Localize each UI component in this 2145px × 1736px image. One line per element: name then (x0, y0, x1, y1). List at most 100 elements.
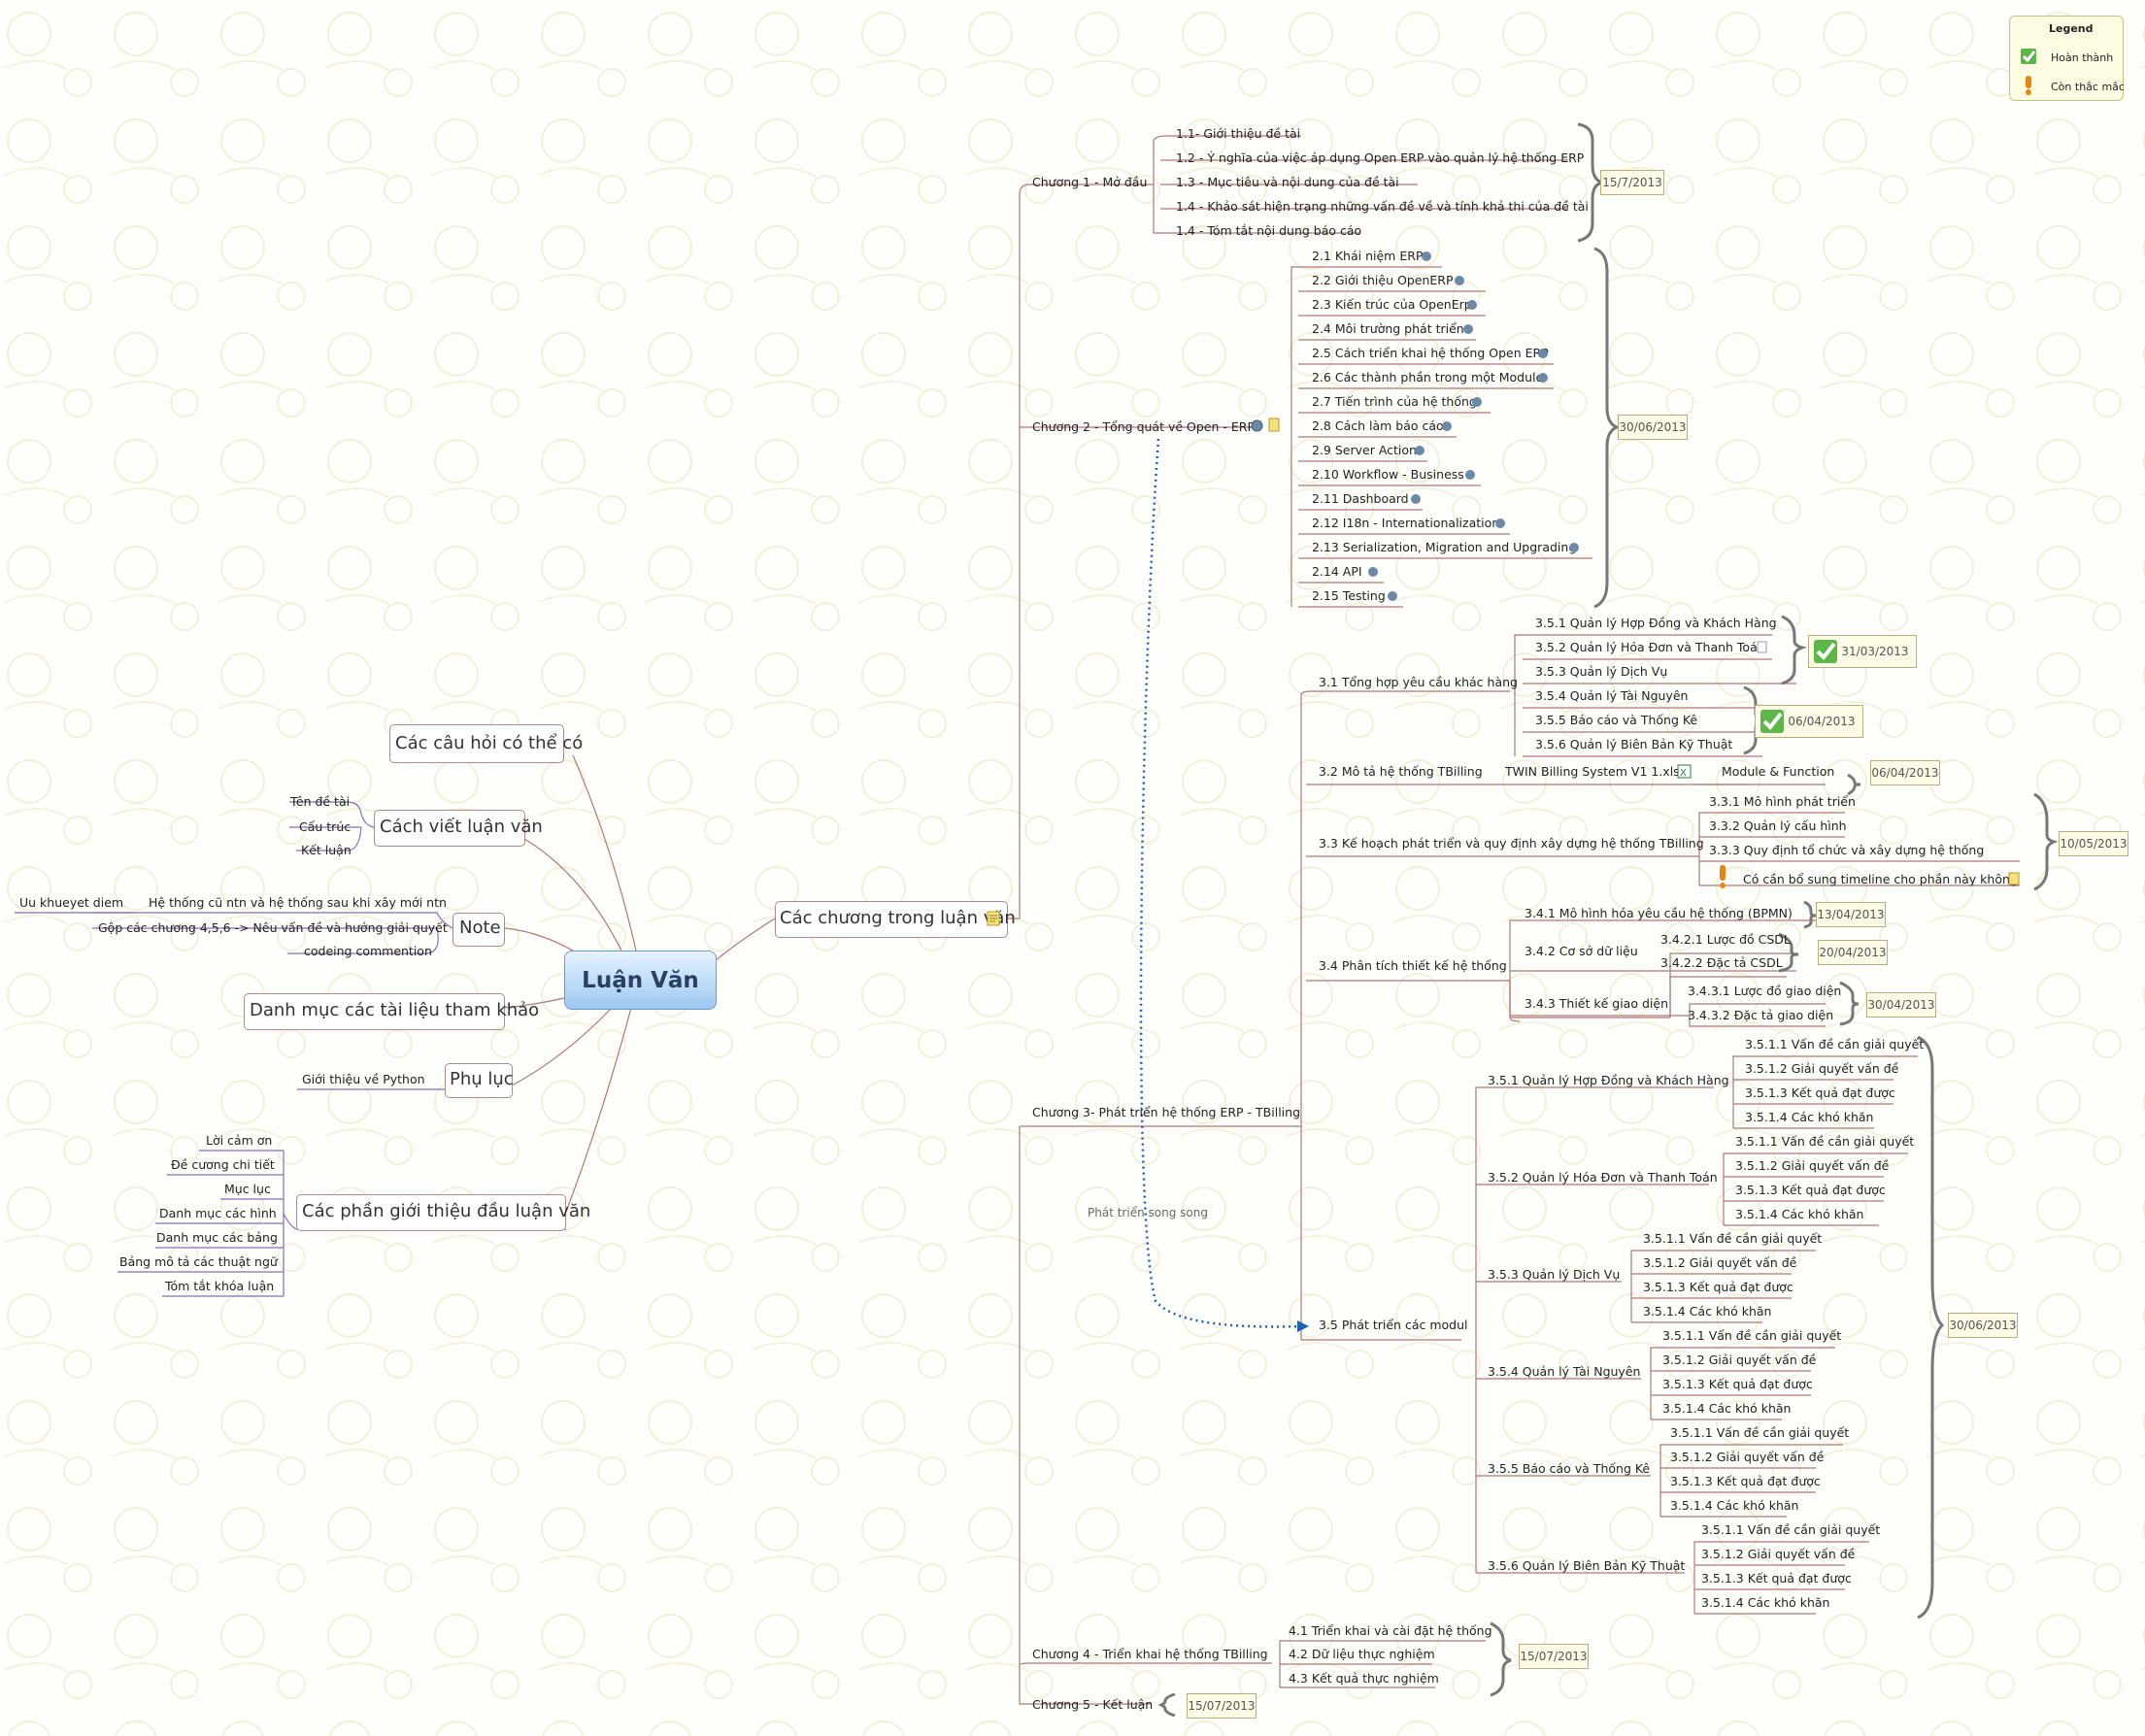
topic-chapters[interactable] (775, 901, 1008, 938)
topic-questions[interactable] (389, 724, 564, 763)
excel-file-icon[interactable]: X (1677, 764, 1692, 779)
s34-item-c[interactable]: 3.4.3 Thiết kế giao diện (1525, 996, 1668, 1011)
s33-item-3[interactable]: 3.3.3 Quy định tổ chức và xây dựng hệ th… (1709, 843, 1985, 857)
relationship-label[interactable]: Phát triển song song (1088, 1206, 1208, 1219)
ch2-item-13[interactable]: 2.13 Serialization, Migration and Upgrad… (1312, 540, 1577, 554)
topic-how-to-write[interactable] (374, 810, 525, 847)
topic-note[interactable] (452, 913, 505, 947)
section-3-1[interactable]: 3.1 Tổng hợp yêu cầu khác hàng (1319, 675, 1518, 689)
module-3-sub-3[interactable]: 3.5.1.3 Kết quả đạt được (1643, 1280, 1793, 1294)
ch2-item-7[interactable]: 2.7 Tiến trình của hệ thống (1312, 394, 1477, 409)
module-4[interactable]: 3.5.4 Quản lý Tài Nguyên (1488, 1364, 1641, 1379)
chapter-1[interactable]: Chương 1 - Mở đầu (1032, 175, 1148, 189)
module-2-sub-3[interactable]: 3.5.1.3 Kết quả đạt được (1735, 1183, 1886, 1197)
module-1-sub-2[interactable]: 3.5.1.2 Giải quyết vấn đề (1745, 1061, 1899, 1076)
section-3-3[interactable]: 3.3 Kế hoạch phát triển và quy định xây … (1319, 836, 1704, 851)
s33-item-2[interactable]: 3.3.2 Quản lý cấu hình (1709, 818, 1847, 833)
topic-intro-sections[interactable] (296, 1194, 566, 1231)
ch2-item-14[interactable]: 2.14 API (1312, 564, 1362, 579)
module-2-sub-1[interactable]: 3.5.1.1 Vấn đề cần giải quyết (1735, 1134, 1915, 1149)
module-1-sub-1[interactable]: 3.5.1.1 Vấn đề cần giải quyết (1745, 1037, 1925, 1052)
section-3-5[interactable]: 3.5 Phát triển các modul (1319, 1318, 1468, 1332)
s34-item-a[interactable]: 3.4.1 Mô hình hóa yêu cầu hệ thống (BPMN… (1525, 906, 1793, 920)
module-3-sub-4[interactable]: 3.5.1.4 Các khó khăn (1643, 1304, 1772, 1319)
s31-item-4[interactable]: 3.5.4 Quản lý Tài Nguyên (1535, 688, 1689, 703)
module-2-sub-4[interactable]: 3.5.1.4 Các khó khăn (1735, 1207, 1864, 1221)
module-6[interactable]: 3.5.6 Quản lý Biên Bản Kỹ Thuật (1488, 1558, 1686, 1573)
s31-item-3[interactable]: 3.5.3 Quản lý Dịch Vụ (1535, 664, 1668, 679)
ch1-item-1[interactable]: 1.1- Giới thiệu đề tài (1176, 126, 1301, 141)
ch1-item-2[interactable]: 1.2 - Ý nghĩa của việc áp dụng Open ERP … (1176, 150, 1585, 165)
ch2-item-6[interactable]: 2.6 Các thành phần trong một Module (1312, 370, 1544, 384)
module-6-sub-2[interactable]: 3.5.1.2 Giải quyết vấn đề (1701, 1547, 1856, 1561)
note-sub-item[interactable]: Uu khueyet diem (19, 895, 124, 910)
ch2-item-11[interactable]: 2.11 Dashboard (1312, 491, 1409, 506)
intro-item-4[interactable]: Danh mục các hình (159, 1206, 277, 1220)
s34-b-item-2[interactable]: 3.4.2.2 Đặc tả CSDL (1660, 955, 1783, 970)
s33-item-1[interactable]: 3.3.1 Mô hình phát triển (1709, 794, 1856, 809)
module-3[interactable]: 3.5.3 Quản lý Dịch Vụ (1488, 1267, 1621, 1282)
ch2-item-15[interactable]: 2.15 Testing (1312, 588, 1386, 603)
chapter-2[interactable]: Chương 2 - Tổng quát về Open - ERP (1032, 419, 1255, 434)
module-4-sub-3[interactable]: 3.5.1.3 Kết quả đạt được (1662, 1377, 1813, 1391)
ch1-item-5[interactable]: 1.4 - Tóm tắt nội dung báo cáo (1176, 223, 1362, 238)
module-3-sub-2[interactable]: 3.5.1.2 Giải quyết vấn đề (1643, 1255, 1797, 1270)
section-3-2[interactable]: 3.2 Mô tả hệ thống TBilling (1319, 764, 1483, 779)
ch1-item-4[interactable]: 1.4 - Khảo sát hiện trạng những vấn đề v… (1176, 199, 1589, 214)
module-1-sub-3[interactable]: 3.5.1.3 Kết quả đạt được (1745, 1085, 1895, 1100)
topic-references[interactable] (244, 993, 505, 1030)
module-6-sub-3[interactable]: 3.5.1.3 Kết quả đạt được (1701, 1571, 1852, 1586)
intro-item-3[interactable]: Mục lục (224, 1182, 271, 1196)
module-4-sub-2[interactable]: 3.5.1.2 Giải quyết vấn đề (1662, 1352, 1817, 1367)
how-to-item-2[interactable]: Cấu trúc (299, 819, 352, 834)
module-5-sub-3[interactable]: 3.5.1.3 Kết quả đạt được (1670, 1474, 1821, 1488)
note-item-3[interactable]: codeing commention (304, 944, 432, 958)
intro-item-2[interactable]: Đề cương chi tiết (171, 1157, 275, 1172)
note-icon[interactable] (2008, 872, 2020, 885)
chapter-5[interactable]: Chương 5 - Kết luận (1032, 1697, 1154, 1712)
ch2-item-12[interactable]: 2.12 I18n - Internationalization (1312, 516, 1500, 530)
module-1[interactable]: 3.5.1 Quản lý Hợp Đồng và Khách Hàng (1488, 1073, 1729, 1087)
module-6-sub-4[interactable]: 3.5.1.4 Các khó khăn (1701, 1595, 1830, 1610)
section-3-4[interactable]: 3.4 Phân tích thiết kế hệ thống (1319, 958, 1507, 973)
s31-item-6[interactable]: 3.5.6 Quản lý Biên Bản Kỹ Thuật (1535, 737, 1733, 751)
appendix-item-1[interactable]: Giới thiệu về Python (302, 1072, 425, 1086)
s34-item-b[interactable]: 3.4.2 Cơ sở dữ liệu (1525, 944, 1638, 958)
module-4-sub-4[interactable]: 3.5.1.4 Các khó khăn (1662, 1401, 1792, 1416)
note-item-2[interactable]: Gộp các chương 4,5,6 -> Nêu vấn đề và hư… (98, 920, 448, 935)
chapter-4[interactable]: Chương 4 - Triển khai hệ thống TBilling (1032, 1647, 1268, 1661)
intro-item-1[interactable]: Lời cảm ơn (206, 1133, 273, 1148)
ch2-item-2[interactable]: 2.2 Giới thiệu OpenERP (1312, 273, 1454, 287)
module-6-sub-1[interactable]: 3.5.1.1 Vấn đề cần giải quyết (1701, 1522, 1881, 1537)
module-2-sub-2[interactable]: 3.5.1.2 Giải quyết vấn đề (1735, 1158, 1890, 1173)
intro-item-5[interactable]: Danh mục các bảng (156, 1230, 278, 1245)
ch2-item-3[interactable]: 2.3 Kiến trúc của OpenErp (1312, 297, 1472, 312)
ch4-item-1[interactable]: 4.1 Triển khai và cài đặt hệ thống (1289, 1623, 1492, 1638)
ch2-item-1[interactable]: 2.1 Khái niệm ERP (1312, 249, 1424, 263)
note-item-1[interactable]: Hệ thống cũ ntn và hệ thống sau khi xây … (149, 895, 447, 910)
chapter-3[interactable]: Chương 3- Phát triển hệ thống ERP - TBil… (1032, 1105, 1301, 1119)
module-5-sub-2[interactable]: 3.5.1.2 Giải quyết vấn đề (1670, 1450, 1825, 1464)
s31-item-1[interactable]: 3.5.1 Quản lý Hợp Đồng và Khách Hàng (1535, 616, 1777, 630)
module-5-sub-4[interactable]: 3.5.1.4 Các khó khăn (1670, 1498, 1799, 1513)
s31-item-5[interactable]: 3.5.5 Báo cáo và Thống Kê (1535, 713, 1698, 727)
ch2-item-10[interactable]: 2.10 Workflow - Business (1312, 467, 1464, 482)
how-to-item-1[interactable]: Tên đề tài (290, 794, 351, 809)
s31-item-2[interactable]: 3.5.2 Quản lý Hóa Đơn và Thanh Toán (1535, 640, 1765, 654)
ch2-item-9[interactable]: 2.9 Server Action (1312, 443, 1417, 457)
intro-item-6[interactable]: Bảng mô tả các thuật ngữ (119, 1254, 278, 1269)
ch2-item-8[interactable]: 2.8 Cách làm báo cáo (1312, 418, 1444, 433)
s32-child[interactable]: Module & Function (1722, 764, 1835, 779)
module-5-sub-1[interactable]: 3.5.1.1 Vấn đề cần giải quyết (1670, 1425, 1850, 1440)
module-5[interactable]: 3.5.5 Báo cáo và Thống Kê (1488, 1461, 1651, 1476)
note-icon[interactable] (1268, 417, 1280, 432)
note-icon[interactable] (987, 911, 1000, 926)
how-to-item-3[interactable]: Kết luận (301, 843, 352, 857)
ch4-item-3[interactable]: 4.3 Kết quả thực nghiệm (1289, 1671, 1439, 1686)
intro-item-7[interactable]: Tóm tắt khóa luận (165, 1279, 275, 1293)
s34-c-item-1[interactable]: 3.4.3.1 Lược đồ giao diện (1688, 984, 1842, 998)
root-topic[interactable]: Luận Văn (564, 951, 717, 1010)
ch2-item-5[interactable]: 2.5 Cách triển khai hệ thống Open ERP (1312, 346, 1549, 360)
module-3-sub-1[interactable]: 3.5.1.1 Vấn đề cần giải quyết (1643, 1231, 1823, 1246)
topic-appendix[interactable] (445, 1063, 513, 1098)
